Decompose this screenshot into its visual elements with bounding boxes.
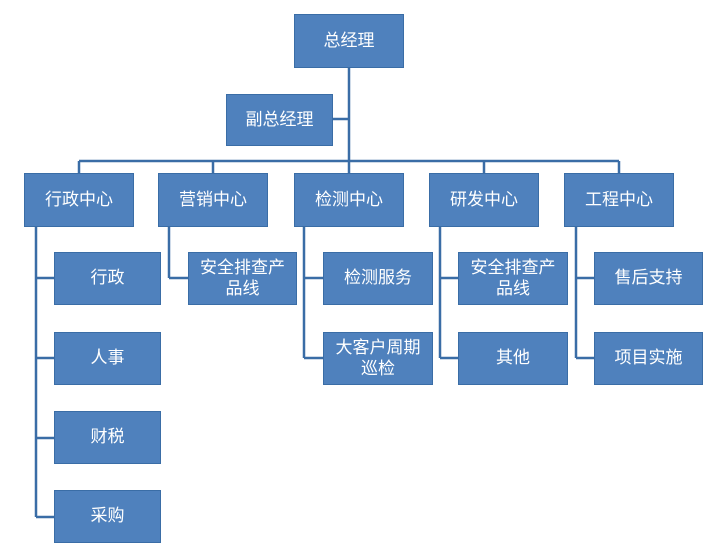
node-ceo: 总经理 xyxy=(294,14,404,68)
node-admin-child-1: 行政 xyxy=(54,252,161,305)
node-rnd-child-1-label: 安全排查产品线 xyxy=(470,257,556,299)
node-testing-child-2: 大客户周期巡检 xyxy=(323,332,433,385)
node-dept-marketing-label: 营销中心 xyxy=(179,189,247,210)
node-dept-rnd-label: 研发中心 xyxy=(450,189,518,210)
node-marketing-child-1: 安全排查产品线 xyxy=(188,252,297,305)
node-admin-child-3-label: 财税 xyxy=(90,427,125,447)
node-rnd-child-1: 安全排查产品线 xyxy=(458,252,568,305)
node-admin-child-1-label: 行政 xyxy=(90,268,125,288)
node-rnd-child-2-label: 其他 xyxy=(496,348,530,368)
node-deputy-label: 副总经理 xyxy=(245,109,314,130)
node-admin-child-2: 人事 xyxy=(54,332,161,385)
node-dept-testing-label: 检测中心 xyxy=(315,189,383,210)
node-deputy: 副总经理 xyxy=(226,94,333,146)
node-engineering-child-1-label: 售后支持 xyxy=(614,268,683,288)
node-engineering-child-2-label: 项目实施 xyxy=(614,348,683,368)
node-engineering-child-1: 售后支持 xyxy=(594,252,703,305)
node-admin-child-4: 采购 xyxy=(54,490,161,543)
node-testing-child-1: 检测服务 xyxy=(323,252,433,305)
node-testing-child-2-label: 大客户周期巡检 xyxy=(335,337,421,379)
node-admin-child-3: 财税 xyxy=(54,411,161,464)
node-ceo-label: 总经理 xyxy=(323,30,375,51)
node-marketing-child-1-label: 安全排查产品线 xyxy=(200,257,285,299)
node-dept-engineering: 工程中心 xyxy=(564,173,674,227)
node-testing-child-1-label: 检测服务 xyxy=(344,268,412,288)
node-admin-child-4-label: 采购 xyxy=(90,506,125,526)
node-dept-engineering-label: 工程中心 xyxy=(585,189,653,210)
node-engineering-child-2: 项目实施 xyxy=(594,332,703,385)
node-dept-marketing: 营销中心 xyxy=(158,173,268,227)
node-dept-rnd: 研发中心 xyxy=(429,173,539,227)
node-dept-admin-label: 行政中心 xyxy=(45,189,113,210)
node-admin-child-2-label: 人事 xyxy=(90,348,125,368)
node-rnd-child-2: 其他 xyxy=(458,332,568,385)
node-dept-testing: 检测中心 xyxy=(294,173,404,227)
node-dept-admin: 行政中心 xyxy=(24,173,134,227)
